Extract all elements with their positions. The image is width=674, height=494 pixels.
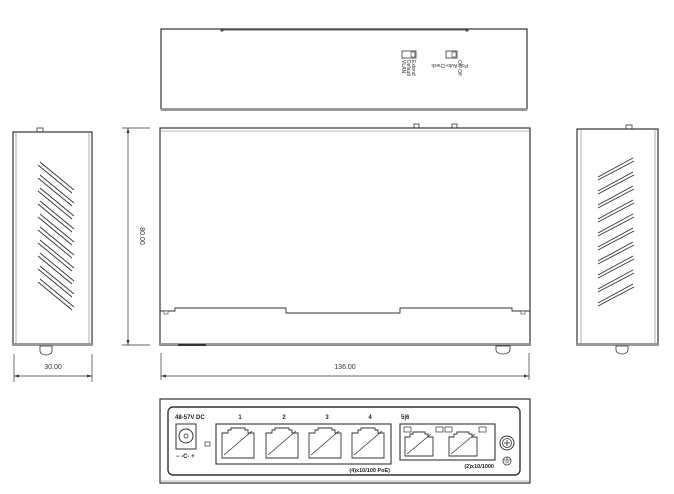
svg-text:1: 1	[238, 415, 242, 421]
poe-port-4: 4	[351, 415, 385, 459]
port-5-led-right	[435, 426, 444, 433]
dimension-height-label: 80.00	[138, 227, 145, 245]
power-polarity-icon: − -C- +	[176, 454, 195, 460]
dip-label-poe-autocheck: PoE Auto-Check	[431, 62, 468, 68]
poe-ports-caption: (4)x10/100 PoE)	[349, 468, 390, 474]
port-6-led-left	[444, 426, 453, 433]
dip-label-on: On	[456, 60, 462, 67]
ground-symbol-icon	[502, 456, 512, 466]
top-view: Extend Default VLAN On Off PoE Auto-Chec…	[160, 28, 528, 111]
dimension-width-label: 136.00	[334, 364, 356, 371]
dip-label-default: Default	[405, 60, 411, 76]
uplink-port-6	[444, 426, 487, 457]
poe-port-2: 2	[265, 415, 299, 459]
power-led	[204, 441, 211, 447]
power-label: 48-57V DC	[175, 415, 205, 421]
front-panel-view: 48-57V DC − -C- + 1 2 3 4	[159, 398, 531, 484]
vent-slots-right	[597, 157, 635, 307]
poe-port-1: 1	[221, 415, 255, 459]
right-side-view	[576, 124, 659, 355]
svg-text:3: 3	[325, 415, 329, 421]
dimension-width: 136.00	[160, 353, 530, 380]
dip-label-vlan: VLAN	[400, 60, 406, 73]
uplink-caption: (2)x10/1000	[464, 464, 494, 470]
dimension-depth: 30.00	[13, 354, 93, 382]
dip-switch-mode: Extend Default VLAN	[400, 50, 417, 76]
dimension-height: 80.00	[122, 127, 150, 346]
front-elevation: 136.00	[159, 123, 531, 380]
uplink-port-5	[403, 426, 444, 457]
vent-slots-left	[37, 161, 75, 311]
poe-port-3: 3	[308, 415, 342, 459]
dip-label-off: Off	[456, 69, 462, 76]
dimension-depth-label: 30.00	[44, 364, 62, 371]
svg-text:4: 4	[368, 415, 372, 421]
uplink-label: 5|6	[401, 415, 410, 421]
dc-power-jack	[175, 423, 197, 450]
dip-switch-poe: On Off PoE Auto-Check	[431, 50, 468, 76]
port-6-led-right	[478, 426, 487, 433]
dip-label-extend: Extend	[410, 60, 416, 76]
left-side-view: 30.00	[12, 127, 93, 382]
ground-screw-icon	[499, 435, 515, 451]
svg-text:2: 2	[282, 415, 286, 421]
port-5-led-left	[403, 426, 412, 433]
